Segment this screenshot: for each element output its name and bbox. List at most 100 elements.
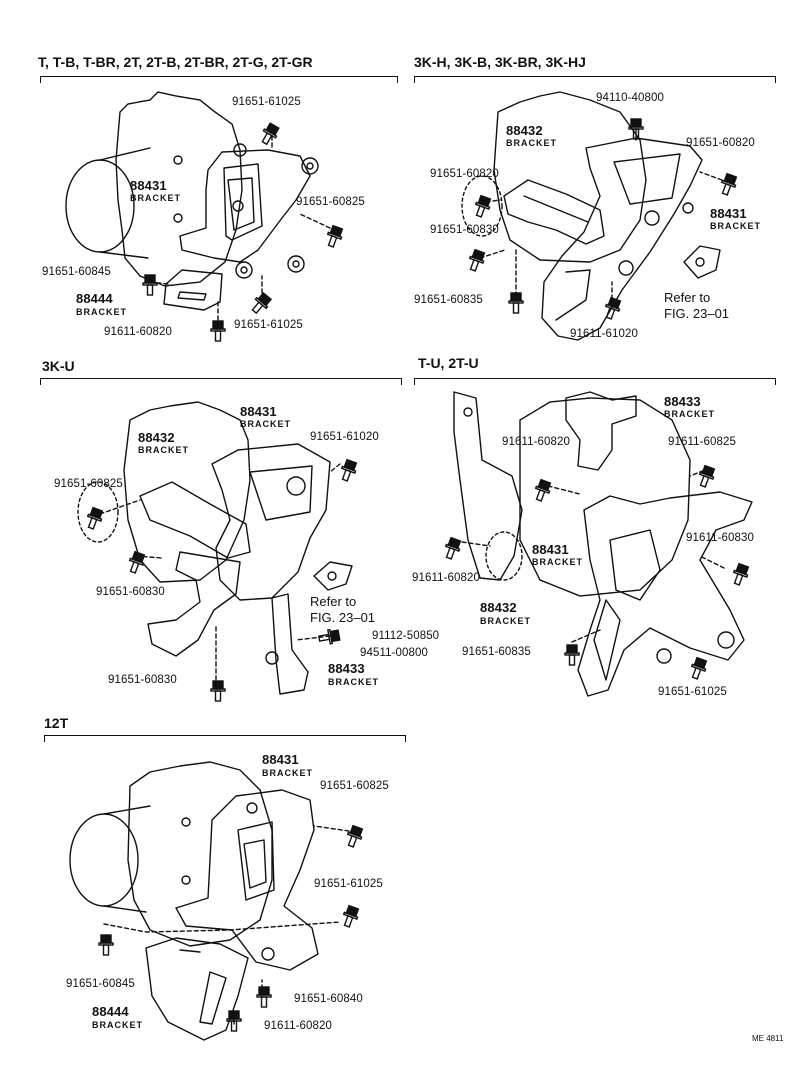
part-type-label: BRACKET: [710, 221, 761, 231]
part-number: 88432: [138, 430, 175, 445]
part-number: 88431: [130, 178, 167, 193]
bolt-icon: [261, 122, 280, 146]
gasket-s2: [683, 245, 721, 279]
section-title-2: 3K-H, 3K-B, 3K-BR, 3K-HJ: [414, 54, 586, 70]
section-title-5: 12T: [44, 715, 69, 731]
part-type-label: BRACKET: [532, 557, 583, 567]
part-number: 91651-60840: [294, 993, 363, 1005]
bracket-88431-s3: [147, 443, 331, 657]
bracket-88433-s3: [265, 593, 309, 695]
bracket-88431-s1: [179, 143, 319, 279]
bolt-icon: [340, 458, 358, 482]
bolt-icon: [346, 824, 364, 848]
bracket-88431-s4: [577, 491, 753, 697]
part-number: 94511-00800: [360, 647, 429, 659]
part-type-label: BRACKET: [240, 419, 291, 429]
part-number: 91651-60845: [66, 978, 135, 990]
section-bracket-4: [414, 378, 776, 385]
reference-note: Refer to: [664, 290, 711, 305]
engine-outline-3: [77, 401, 251, 583]
part-number: 91611-60820: [104, 326, 173, 338]
part-number: 91651-61025: [234, 319, 303, 331]
part-type-label: BRACKET: [328, 677, 379, 687]
bolt-icon: [720, 172, 738, 196]
bolt-icon: [468, 248, 486, 272]
bolt-icon: [698, 464, 716, 488]
bracket-88431-s2: [541, 137, 703, 341]
part-number: 91611-61020: [570, 328, 639, 340]
section-bracket-5: [44, 735, 406, 742]
part-number: 91651-60835: [414, 294, 483, 306]
section-bracket-1: [40, 76, 398, 83]
part-type-label: BRACKET: [130, 193, 181, 203]
part-type-label: BRACKET: [138, 445, 189, 455]
part-number: 91651-61025: [232, 96, 301, 108]
part-number: 88431: [710, 206, 747, 221]
bracket-88444-s5: [145, 937, 249, 1041]
bolt-icon: [128, 550, 146, 574]
part-number: 91651-60830: [108, 674, 177, 686]
engine-outline-1: [65, 91, 243, 287]
bolt-icon: [317, 628, 341, 645]
part-number: 91651-60830: [96, 586, 165, 598]
part-number: 88431: [532, 542, 569, 557]
bolt-icon: [226, 1010, 242, 1032]
reference-note: Refer to: [310, 594, 357, 609]
part-number: 88431: [240, 404, 277, 419]
part-number: 91651-60830: [430, 224, 499, 236]
part-number: 91651-61025: [658, 686, 727, 698]
bolt-icon: [564, 644, 580, 666]
bolt-icon: [256, 986, 272, 1008]
section-bracket-2: [414, 76, 776, 83]
bolt-icon: [508, 292, 524, 314]
reference-figure: FIG. 23–01: [310, 610, 376, 625]
part-number: 94110-40800: [596, 92, 665, 104]
bolt-icon: [326, 224, 344, 248]
bolt-icon: [534, 478, 552, 502]
bracket-88432-s4: [453, 391, 523, 581]
part-number: 88444: [76, 291, 113, 306]
engine-outline-2: [461, 91, 647, 263]
figure-code: ME 4811: [752, 1034, 784, 1043]
section-title-3: 3K-U: [42, 358, 75, 374]
part-number: 91651-60825: [54, 478, 123, 490]
part-type-label: BRACKET: [664, 409, 715, 419]
bolt-icon: [210, 680, 226, 702]
section-title-1: T, T-B, T-BR, 2T, 2T-B, 2T-BR, 2T-G, 2T-…: [38, 54, 313, 70]
bolt-icon: [474, 194, 492, 218]
part-number: 91611-60820: [264, 1020, 333, 1032]
bolt-icon: [98, 934, 114, 956]
part-number: 88433: [328, 661, 365, 676]
bracket-88432-s3: [139, 481, 251, 559]
bolt-icon: [604, 296, 622, 320]
part-number: 88432: [480, 600, 517, 615]
part-number: 91651-60825: [296, 196, 365, 208]
bolt-icon: [251, 291, 273, 315]
bracket-88431-s5: [175, 789, 319, 971]
engine-outline-5: [69, 761, 273, 947]
section-bracket-3: [40, 378, 402, 385]
bolt-icon: [142, 274, 158, 296]
bracket-88433-s4: [565, 391, 637, 471]
part-number: 91611-60830: [686, 532, 755, 544]
part-number: 91651-60820: [686, 137, 755, 149]
engine-outline-4: [519, 397, 691, 597]
bracket-88432-s2: [503, 179, 605, 245]
bolt-icon: [86, 506, 104, 530]
bolt-icon: [342, 904, 360, 928]
gasket-s3: [313, 561, 353, 591]
bolt-icon: [444, 536, 462, 560]
part-type-label: BRACKET: [480, 616, 531, 626]
part-number: 91611-60825: [668, 436, 737, 448]
part-type-label: BRACKET: [76, 307, 127, 317]
bolt-icon: [732, 562, 750, 586]
part-number: 88431: [262, 752, 299, 767]
bracket-88444-s1: [163, 269, 223, 311]
reference-figure: FIG. 23–01: [664, 306, 730, 321]
part-number: 91651-60835: [462, 646, 531, 658]
bolt-icon: [210, 320, 226, 342]
part-number: 88444: [92, 1004, 129, 1019]
part-number: 91611-60820: [412, 572, 481, 584]
part-type-label: BRACKET: [92, 1020, 143, 1030]
